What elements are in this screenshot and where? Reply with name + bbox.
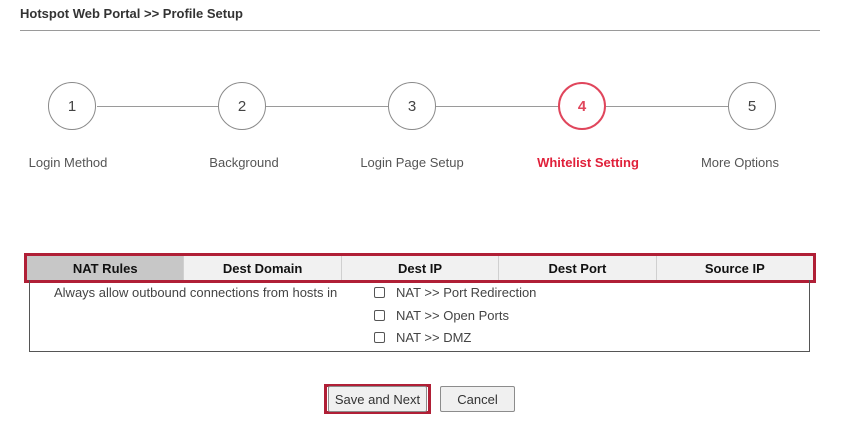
port-redirection-label: NAT >> Port Redirection (396, 285, 537, 300)
step-2-label: Background (209, 155, 279, 170)
whitelist-tab-bar: NAT Rules Dest Domain Dest IP Dest Port … (24, 253, 816, 283)
step-5-label: More Options (700, 155, 780, 170)
step-connector (97, 106, 218, 107)
open-ports-label: NAT >> Open Ports (396, 308, 509, 323)
option-open-ports: NAT >> Open Ports (374, 308, 509, 323)
save-button-highlight (324, 384, 431, 414)
step-4-circle-active[interactable]: 4 (558, 82, 606, 130)
step-2-circle[interactable]: 2 (218, 82, 266, 130)
option-port-redirection: NAT >> Port Redirection (374, 285, 536, 300)
tab-dest-port[interactable]: Dest Port (499, 256, 657, 280)
dmz-checkbox[interactable] (374, 332, 385, 343)
open-ports-checkbox[interactable] (374, 310, 385, 321)
save-and-next-button[interactable]: Save and Next (328, 386, 427, 412)
tab-dest-domain[interactable]: Dest Domain (184, 256, 342, 280)
port-redirection-checkbox[interactable] (374, 287, 385, 298)
step-1-circle[interactable]: 1 (48, 82, 96, 130)
step-connector (436, 106, 558, 107)
outbound-hosts-label: Always allow outbound connections from h… (54, 285, 338, 300)
option-dmz: NAT >> DMZ (374, 330, 471, 345)
tab-dest-ip[interactable]: Dest IP (342, 256, 500, 280)
step-4-label-active: Whitelist Setting (537, 155, 639, 170)
step-3-circle[interactable]: 3 (388, 82, 436, 130)
cancel-button[interactable]: Cancel (440, 386, 515, 412)
breadcrumb: Hotspot Web Portal >> Profile Setup (20, 6, 243, 21)
step-connector (266, 106, 388, 107)
header-divider (20, 30, 820, 31)
tab-source-ip[interactable]: Source IP (704, 260, 765, 276)
step-5-circle[interactable]: 5 (728, 82, 776, 130)
dmz-label: NAT >> DMZ (396, 330, 472, 345)
tab-nat-rules[interactable]: NAT Rules (27, 256, 185, 280)
step-connector (606, 106, 728, 107)
nat-rules-panel: Always allow outbound connections from h… (29, 280, 810, 352)
step-3-label: Login Page Setup (360, 155, 464, 170)
step-1-label: Login Method (28, 155, 108, 170)
